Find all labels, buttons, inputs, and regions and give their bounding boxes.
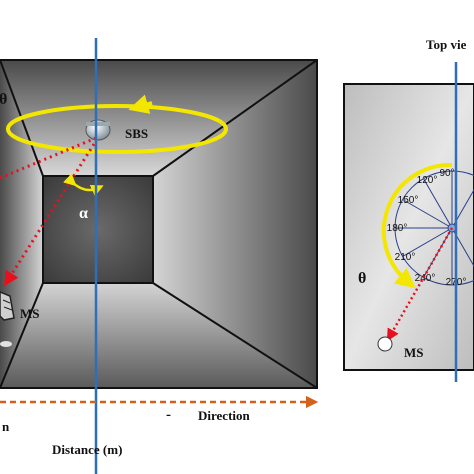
angle-label-240: 240°: [415, 273, 436, 284]
rotation-ellipse: [6, 104, 228, 154]
room-box: [0, 59, 318, 389]
sbs-antenna-icon: [85, 119, 111, 141]
room-back-wall: [42, 175, 154, 284]
room-outer-frame: [0, 59, 318, 389]
room-edge: [152, 282, 318, 389]
alpha-label: α: [79, 205, 88, 222]
sbs-label: SBS: [125, 126, 148, 141]
theta-label-room: θ: [0, 91, 7, 108]
left-fragment-label: n: [2, 419, 10, 434]
direction-label: Direction: [198, 408, 251, 423]
angle-label-120: 120°: [417, 175, 438, 186]
room-edge: [0, 282, 44, 389]
ms-label-room: MS: [20, 306, 40, 321]
room-floor: [0, 283, 317, 388]
rotation-ellipse-arrow: [128, 94, 153, 114]
room-ceiling: [0, 60, 317, 176]
ms-device-icon: [0, 291, 15, 347]
room-right-wall: [153, 60, 317, 388]
angle-label-150: 150°: [398, 195, 419, 206]
ray-topview-ms: [386, 227, 454, 342]
ms-topview-dot: [377, 336, 393, 352]
distance-label: Distance (m): [52, 442, 122, 457]
top-view-label: Top vie: [426, 37, 467, 52]
ms-label-topview: MS: [404, 345, 424, 360]
theta-label-topview: θ: [358, 270, 366, 287]
minus-sign: -: [166, 407, 171, 423]
angle-label-210: 210°: [395, 252, 416, 263]
room-edge: [152, 59, 318, 177]
angle-label-90: 90°: [439, 168, 454, 179]
theta-arc: [381, 162, 453, 289]
angle-label-180: 180°: [387, 223, 408, 234]
